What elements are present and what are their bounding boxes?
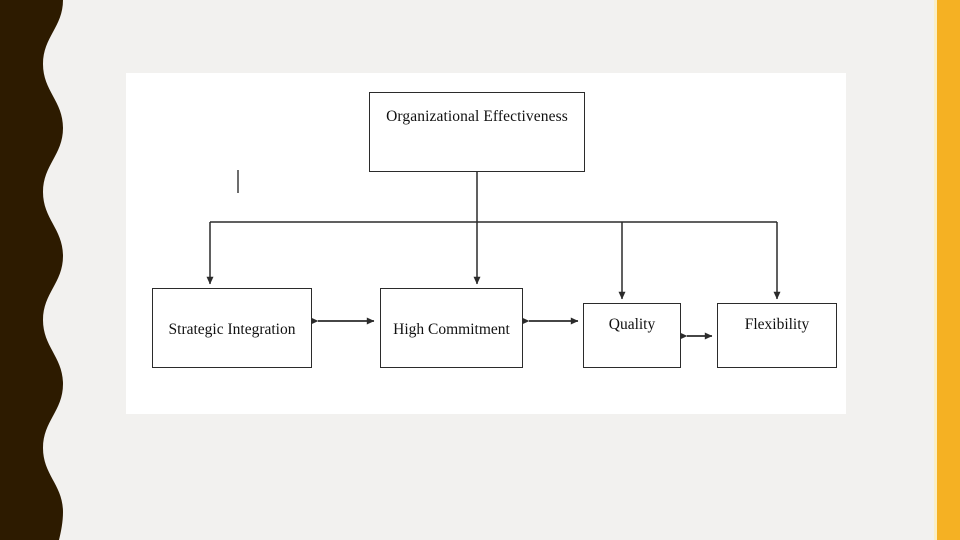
- right-accent-bar: [937, 0, 960, 540]
- node-organizational-effectiveness[interactable]: Organizational Effectiveness: [369, 92, 585, 172]
- node-flexibility[interactable]: Flexibility: [717, 303, 837, 368]
- node-high-commitment[interactable]: High Commitment: [380, 288, 523, 368]
- node-label: Strategic Integration: [168, 321, 296, 338]
- node-label: Organizational Effectiveness: [386, 108, 568, 125]
- node-strategic-integration[interactable]: Strategic Integration: [152, 288, 312, 368]
- node-label: Quality: [608, 316, 656, 333]
- stray-text-caret: [237, 170, 239, 193]
- node-quality[interactable]: Quality: [583, 303, 681, 368]
- node-label: Flexibility: [744, 316, 810, 333]
- right-accent-hairline: [934, 0, 937, 540]
- node-label: High Commitment: [393, 321, 510, 338]
- left-wavy-band: [0, 0, 63, 540]
